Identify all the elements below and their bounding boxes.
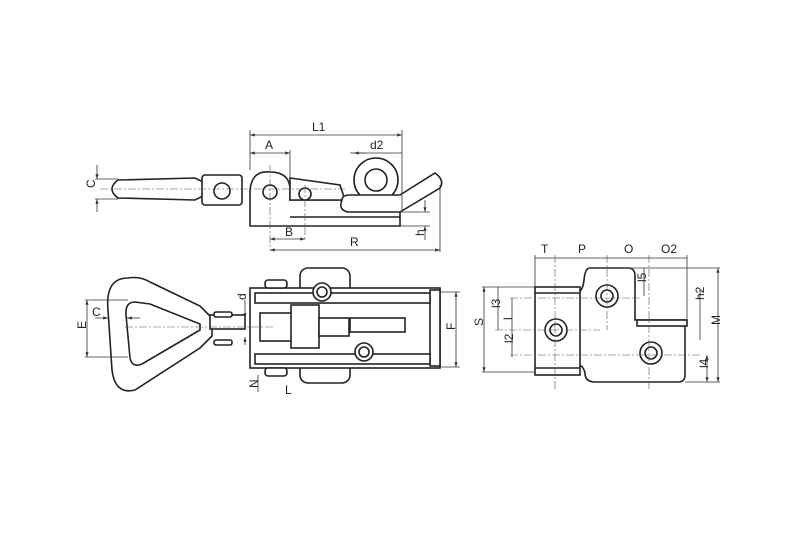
dim-l2: l2 — [502, 333, 516, 343]
dim-l4: l4 — [697, 358, 711, 368]
dim-h2: h2 — [693, 286, 707, 300]
dim-L1: L1 — [312, 120, 326, 134]
dim-l3: l3 — [489, 298, 503, 308]
top-view: E C d N L F — [75, 267, 460, 397]
dim-C-top: C — [92, 305, 101, 319]
dim-l: l — [501, 317, 515, 320]
dim-N: N — [247, 379, 261, 388]
dim-T: T — [541, 242, 549, 256]
dim-E: E — [75, 321, 89, 329]
dim-B: B — [285, 225, 293, 239]
dim-d: d — [235, 293, 249, 300]
dim-l5: l5 — [635, 272, 649, 282]
dim-h: h — [413, 229, 427, 236]
dim-L: L — [285, 383, 292, 397]
dim-P: P — [578, 242, 586, 256]
dim-S: S — [472, 318, 486, 326]
dim-C-side: C — [84, 179, 98, 188]
plate-view: T P O O2 S l3 l l2 l5 h2 M l4 — [472, 242, 723, 390]
dim-M: M — [709, 315, 723, 325]
dim-O: O — [624, 242, 633, 256]
dim-O2: O2 — [661, 242, 677, 256]
dim-d2: d2 — [370, 138, 384, 152]
side-view: L1 A d2 C B R h — [84, 120, 443, 252]
dim-R: R — [350, 235, 359, 249]
dim-F: F — [444, 323, 458, 330]
dim-A: A — [265, 138, 273, 152]
